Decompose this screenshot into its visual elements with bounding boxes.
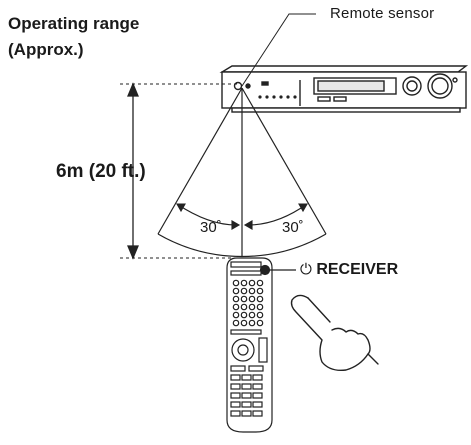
operating-range-subtitle: (Approx.) <box>8 40 84 59</box>
angle-left-label: 30˚ <box>200 219 222 236</box>
operating-range-title: Operating range <box>8 14 140 33</box>
distance-label: 6m (20 ft.) <box>56 161 146 182</box>
sensor-leader-line <box>241 13 316 87</box>
distance-arrow <box>127 82 139 260</box>
pointing-hand-icon <box>290 294 379 372</box>
angle-arcs <box>176 203 308 230</box>
operating-range-sector <box>157 87 327 258</box>
receiver-unit-icon <box>219 65 469 113</box>
remote-control-icon <box>226 257 273 433</box>
receiver-label-text: RECEIVER <box>316 261 399 278</box>
angle-right-label: 30˚ <box>282 219 304 236</box>
power-icon: ⏻ <box>300 260 312 278</box>
remote-sensor-label: Remote sensor <box>330 5 435 22</box>
receiver-button-label: ⏻ RECEIVER <box>300 262 398 278</box>
